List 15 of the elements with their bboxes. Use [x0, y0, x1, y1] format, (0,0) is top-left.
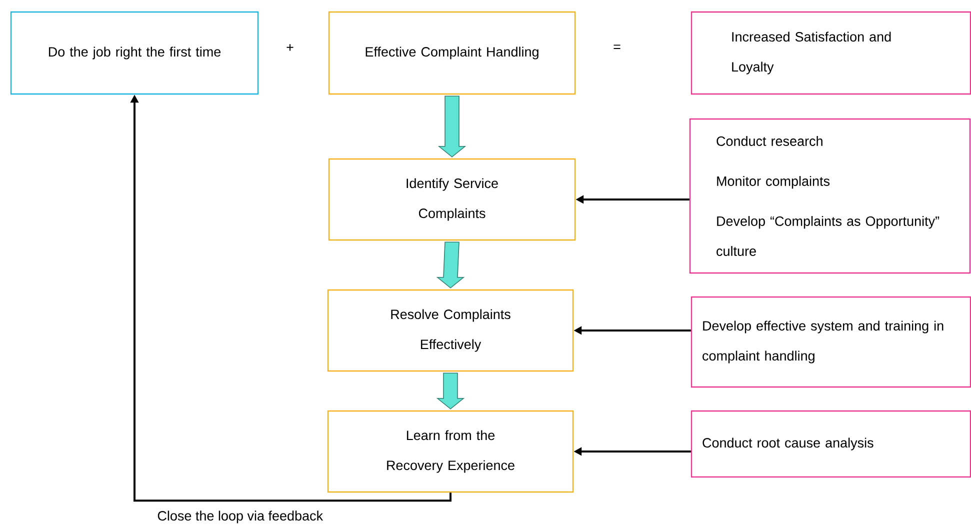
block-arrow	[436, 242, 465, 288]
process-box: Identify Service Complaints	[328, 158, 576, 241]
block-arrow	[436, 372, 465, 410]
process-box: Effective Complaint Handling	[328, 11, 576, 95]
process-box: Develop effective system and training in complaint handling	[690, 296, 971, 388]
process-box: Conduct root cause analysis	[690, 410, 971, 478]
operator-sign: +	[286, 44, 294, 51]
process-box: Learn from the Recovery Experience	[327, 410, 574, 493]
process-box: Increased Satisfaction and Loyalty	[690, 11, 971, 95]
process-box: Do the job right the first time	[10, 11, 259, 95]
operator-sign: =	[614, 44, 620, 50]
process-box: Conduct research Monitor complaints Develop “Complaints as Opportunity” culture	[689, 118, 971, 274]
block-arrow	[438, 96, 466, 158]
process-box: Resolve Complaints Effectively	[327, 289, 574, 372]
edge-label: Close the loop via feedback	[158, 510, 324, 524]
